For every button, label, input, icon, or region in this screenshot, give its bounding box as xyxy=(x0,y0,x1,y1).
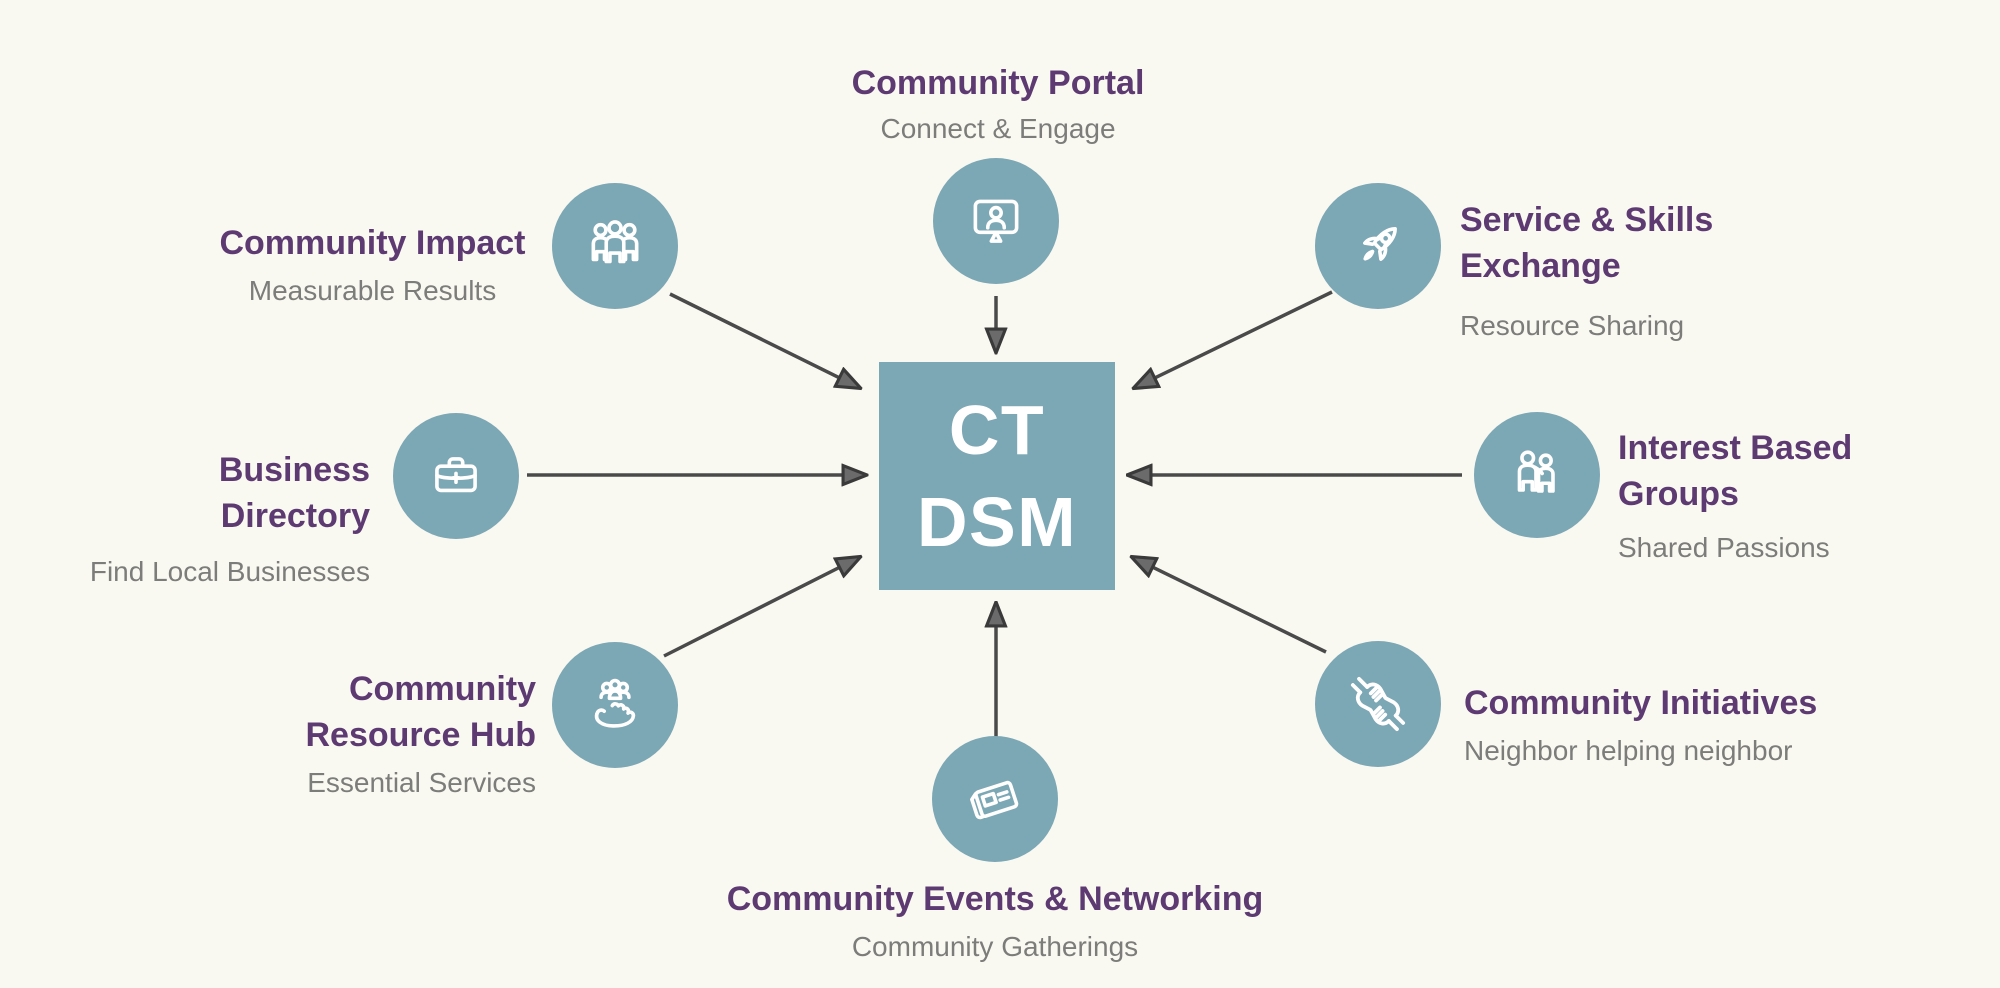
label-interest-based-groups: Interest Based Groups Shared Passions xyxy=(1618,425,1998,565)
node-subtitle: Neighbor helping neighbor xyxy=(1464,735,1793,766)
arrow-service-to-center xyxy=(1134,290,1333,388)
helping-hands-icon xyxy=(1350,676,1406,732)
node-interest-based-groups[interactable] xyxy=(1474,412,1600,538)
arrow-resource-to-center xyxy=(663,557,860,658)
node-title: Community Events & Networking xyxy=(726,880,1264,918)
center-hub-line2: DSM xyxy=(916,483,1078,561)
node-subtitle: Community Gatherings xyxy=(851,931,1139,962)
node-community-resource-hub[interactable] xyxy=(552,642,678,768)
node-title: Community Impact xyxy=(219,224,526,262)
hand-holding-people-icon xyxy=(594,678,636,728)
briefcase-icon xyxy=(435,457,477,493)
label-business-directory: Business Directory Find Local Businesses xyxy=(30,447,370,589)
label-community-impact: Community Impact Measurable Results xyxy=(205,220,540,308)
center-hub-line1: CT xyxy=(948,391,1046,469)
node-subtitle: Essential Services xyxy=(307,767,536,798)
node-subtitle: Measurable Results xyxy=(248,275,497,306)
label-community-portal: Community Portal Connect & Engage xyxy=(748,60,1248,146)
node-title: Interest Based xyxy=(1618,429,1853,467)
node-community-impact[interactable] xyxy=(552,183,678,309)
node-title: Exchange xyxy=(1460,247,1621,285)
node-subtitle: Shared Passions xyxy=(1618,532,1830,563)
center-hub-box[interactable]: CT DSM xyxy=(879,362,1115,590)
node-business-directory[interactable] xyxy=(393,413,519,539)
three-people-icon xyxy=(591,220,639,264)
node-title: Community Portal xyxy=(851,64,1145,102)
rocket-icon xyxy=(1363,227,1397,261)
node-title: Service & Skills xyxy=(1460,201,1714,239)
label-community-resource-hub: Community Resource Hub Essential Service… xyxy=(196,666,537,800)
node-subtitle: Find Local Businesses xyxy=(89,556,370,587)
arrow-impact-to-center xyxy=(669,292,860,388)
monitor-user-icon xyxy=(973,199,1019,243)
label-community-events-networking: Community Events & Networking Community … xyxy=(695,876,1295,964)
node-subtitle: Connect & Engage xyxy=(880,113,1116,144)
node-title: Directory xyxy=(220,497,370,535)
node-community-portal[interactable] xyxy=(933,158,1059,284)
newspaper-icon xyxy=(970,780,1019,820)
node-subtitle: Resource Sharing xyxy=(1460,310,1685,341)
node-community-initiatives[interactable] xyxy=(1315,641,1441,767)
two-people-icon xyxy=(1517,450,1555,493)
label-community-initiatives: Community Initiatives Neighbor helping n… xyxy=(1464,680,1944,768)
node-title: Community xyxy=(349,670,536,708)
node-title: Resource Hub xyxy=(305,716,537,754)
node-community-events-networking[interactable] xyxy=(932,736,1058,862)
arrow-initiatives-to-center xyxy=(1132,557,1327,654)
label-service-skills-exchange: Service & Skills Exchange Resource Shari… xyxy=(1460,197,1880,343)
node-service-skills-exchange[interactable] xyxy=(1315,183,1441,309)
node-title: Groups xyxy=(1618,475,1739,513)
node-title: Community Initiatives xyxy=(1464,684,1818,722)
node-title: Business xyxy=(218,451,370,489)
